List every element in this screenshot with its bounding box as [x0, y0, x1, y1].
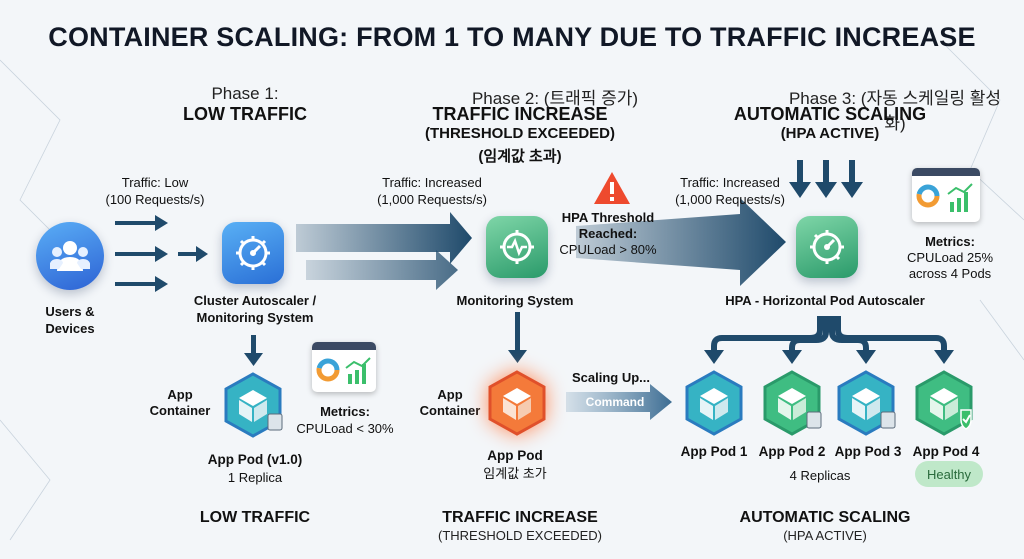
phase3-sub: (HPA ACTIVE) — [780, 125, 880, 142]
hpa-threshold-3: CPULoad > 80% — [559, 242, 657, 257]
autoscaler-label-1: Cluster Autoscaler / — [193, 293, 317, 308]
hpa-gauge-icon — [796, 216, 858, 278]
phase3-footer-sub: (HPA ACTIVE) — [783, 528, 867, 543]
phase2-pod-name: App Pod — [487, 448, 543, 463]
command-label: Command — [585, 395, 645, 409]
replicas-label: 4 Replicas — [789, 468, 851, 483]
phase1-metrics-value: CPULoad < 30% — [296, 421, 394, 436]
app-pod-4-icon — [913, 370, 975, 436]
phase1-metrics-window-icon — [312, 342, 376, 392]
phase2-traffic-value: (1,000 Requests/s) — [377, 192, 487, 207]
users-devices-icon — [36, 222, 104, 290]
increased-traffic-arrows — [296, 212, 472, 290]
pod-4-label: App Pod 4 — [912, 444, 980, 459]
phase3-metrics-value-2: across 4 Pods — [908, 266, 992, 281]
warning-icon — [594, 172, 630, 204]
phase3-traffic-value: (1,000 Requests/s) — [675, 192, 785, 207]
autoscaler-label-2: Monitoring System — [196, 310, 314, 325]
hpa-threshold-1: HPA Threshold — [561, 210, 655, 225]
phase3-metrics-title: Metrics: — [925, 234, 975, 249]
phase1-heading: LOW TRAFFIC — [183, 104, 307, 124]
phase3-heading: AUTOMATIC SCALING — [733, 104, 927, 124]
phase1-top: Phase 1: — [211, 84, 279, 103]
phase1-metrics-title: Metrics: — [320, 404, 370, 419]
phase3-metrics-value-1: CPULoad 25% — [907, 250, 993, 265]
phase2-top: Phase 2: (트래픽 증가) — [471, 89, 639, 108]
app-pod-2-icon — [761, 370, 823, 436]
phase2-container-label-2: Container — [419, 403, 481, 418]
phase2-sub-2: (임계값 초과) — [478, 148, 562, 165]
command-arrow — [566, 384, 672, 420]
phase3-footer: AUTOMATIC SCALING — [739, 509, 911, 526]
phase1-traffic-value: (100 Requests/s) — [105, 192, 205, 207]
pod-3-label: App Pod 3 — [834, 444, 902, 459]
autoscaler-gauge-icon — [222, 222, 284, 284]
phase1-container-label-2: Container — [149, 403, 211, 418]
phase3-top: Phase 3: (자동 스케일링 활성화) — [788, 89, 1002, 133]
phase2-traffic-label: Traffic: Increased — [382, 175, 482, 190]
phase1-footer: LOW TRAFFIC — [199, 509, 311, 526]
hpa-label: HPA - Horizontal Pod Autoscaler — [725, 293, 925, 308]
app-pod-1-icon — [683, 370, 745, 436]
diagram-title: CONTAINER SCALING: FROM 1 TO MANY DUE TO… — [48, 22, 976, 52]
phase2-heading: TRAFFIC INCREASE — [432, 104, 608, 124]
monitoring-label: Monitoring System — [456, 293, 574, 308]
phase2-footer: TRAFFIC INCREASE — [442, 509, 598, 526]
healthy-badge: Healthy — [915, 461, 983, 487]
app-pod-v1-icon — [222, 372, 284, 438]
pod-1-label: App Pod 1 — [680, 444, 748, 459]
users-label-1: Users & — [45, 304, 95, 319]
pod-2-label: App Pod 2 — [758, 444, 826, 459]
monitoring-pulse-icon — [486, 216, 548, 278]
phase3-traffic-arrow — [576, 198, 786, 286]
phase2-footer-sub: (THRESHOLD EXCEEDED) — [438, 528, 602, 543]
phase2-container-label-1: App — [437, 387, 463, 402]
phase1-pod-name: App Pod (v1.0) — [207, 452, 303, 467]
scaling-up-label: Scaling Up... — [571, 370, 650, 385]
app-pod-3-icon — [835, 370, 897, 436]
users-label-2: Devices — [45, 321, 95, 336]
phase3-metrics-window-icon — [912, 168, 980, 222]
hpa-threshold-2: Reached: — [578, 226, 638, 241]
phase1-container-label-1: App — [167, 387, 193, 402]
phase3-traffic-label: Traffic: Increased — [680, 175, 780, 190]
phase1-pod-replicas: 1 Replica — [227, 470, 283, 485]
phase1-traffic-label: Traffic: Low — [121, 175, 189, 190]
app-pod-alert-icon — [486, 370, 548, 436]
phase2-sub-1: (THRESHOLD EXCEEDED) — [424, 125, 615, 142]
low-traffic-arrows — [115, 215, 208, 292]
phase2-pod-state: 임계값 초가 — [483, 466, 547, 481]
